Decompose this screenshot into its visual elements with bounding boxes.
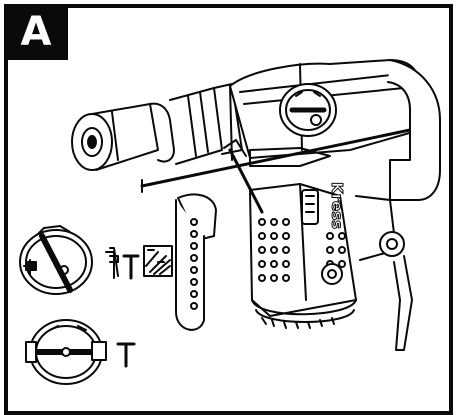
hammer-drill-mode-icons [105, 245, 173, 280]
rear-handle-icon [355, 59, 441, 351]
mode-selector-dial-icon [19, 225, 93, 295]
vent-holes-icon [258, 218, 346, 282]
chuck-icon [71, 83, 243, 171]
brand-label: Kress [328, 182, 346, 229]
side-handle-icon [175, 139, 264, 331]
figure-label-badge: A [4, 4, 68, 60]
chisel-mode-dial-icon [25, 319, 136, 385]
motor-base-icon [251, 263, 357, 329]
top-mode-dial-icon [279, 83, 337, 137]
figure-label: A [20, 9, 52, 55]
